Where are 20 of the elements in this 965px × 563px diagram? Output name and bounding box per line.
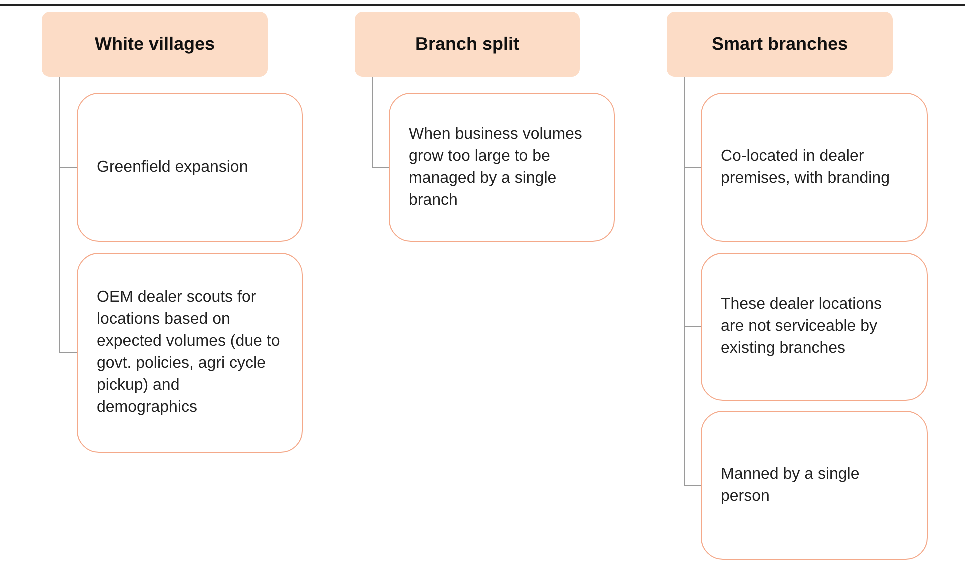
description-card <box>701 93 928 242</box>
header-text: Branch split <box>415 33 520 56</box>
header-text: White villages <box>94 33 216 56</box>
description-card <box>77 93 303 242</box>
category-header <box>667 12 893 77</box>
description-text: When business volumes grow too large to be managed by a single branch <box>409 124 584 210</box>
header-text: Smart branches <box>712 33 848 56</box>
description-card <box>701 411 928 560</box>
description-text: Co-located in dealer premises, with branding <box>721 146 891 188</box>
description-card <box>389 93 615 242</box>
description-text: Manned by a single person <box>721 464 861 506</box>
description-text: These dealer locations are not serviceable by existing branches <box>721 295 883 359</box>
description-card <box>701 253 928 401</box>
category-header <box>355 12 580 77</box>
connector-line <box>60 76 78 354</box>
description-text: Greenfield expansion <box>97 158 250 178</box>
connector-line <box>372 76 390 168</box>
category-header <box>42 12 268 77</box>
description-card <box>77 253 303 453</box>
description-text: OEM dealer scouts for locations based on expected volumes (due to govt. policies, agri cycle pickup) and demographics <box>97 288 282 418</box>
